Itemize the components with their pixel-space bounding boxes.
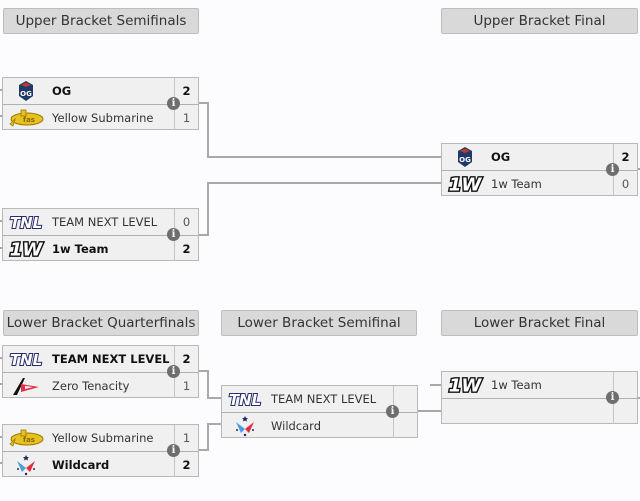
team-score: 1 xyxy=(174,425,198,451)
wildcard-logo xyxy=(6,454,46,476)
team-score: 2 xyxy=(174,78,198,104)
svg-text:TNL: TNL xyxy=(10,214,42,232)
connector-lbq1-lbs xyxy=(198,370,221,399)
header-lower-bracket-quarterfinals: Lower Bracket Quarterfinals xyxy=(3,310,199,336)
match-lower-semifinal[interactable]: TNL TEAM NEXT LEVEL Wildcard i xyxy=(221,385,418,438)
team-row[interactable]: Wildcard 2 xyxy=(3,451,198,477)
team-name[interactable]: TEAM NEXT LEVEL xyxy=(271,392,377,406)
tnl-logo: TNL xyxy=(6,211,46,233)
1w-logo: 1W xyxy=(445,173,485,195)
1w-logo: 1W xyxy=(6,238,46,260)
svg-text:TNL: TNL xyxy=(10,351,42,369)
team-row[interactable]: TNL TEAM NEXT LEVEL xyxy=(222,386,417,412)
wildcard-logo xyxy=(225,415,265,437)
team-row[interactable]: OG OG 2 xyxy=(442,144,637,170)
header-upper-bracket-semifinals: Upper Bracket Semifinals xyxy=(3,8,199,34)
tnl-logo: TNL xyxy=(6,348,46,370)
team-score xyxy=(393,386,417,412)
match-info-icon[interactable]: i xyxy=(606,163,619,176)
1w-logo: 1W xyxy=(445,374,485,396)
team-row[interactable]: fas Yellow Submarine 1 xyxy=(3,104,198,130)
team-name[interactable]: 1w Team xyxy=(491,176,542,191)
header-lower-bracket-final: Lower Bracket Final xyxy=(441,310,638,336)
team-name[interactable]: Yellow Submarine xyxy=(52,110,154,125)
team-name[interactable]: TEAM NEXT LEVEL xyxy=(52,352,170,366)
svg-text:1W: 1W xyxy=(10,239,44,259)
team-score xyxy=(393,413,417,438)
svg-text:fas: fas xyxy=(23,116,35,124)
match-info-icon[interactable]: i xyxy=(167,228,180,241)
team-score: 2 xyxy=(174,346,198,372)
connector-ubs1-ubf xyxy=(198,102,441,158)
team-score: 2 xyxy=(174,236,198,261)
empty-logo-slot xyxy=(445,401,485,423)
team-name[interactable]: Wildcard xyxy=(52,457,110,472)
team-name[interactable]: Zero Tenacity xyxy=(52,378,130,393)
og-logo: OG xyxy=(445,146,485,168)
svg-text:1W: 1W xyxy=(449,174,483,194)
team-score: 0 xyxy=(174,209,198,235)
team-row[interactable]: Wildcard xyxy=(222,412,417,438)
team-name[interactable]: TEAM NEXT LEVEL xyxy=(52,215,158,229)
svg-text:1W: 1W xyxy=(449,376,483,396)
team-row[interactable]: 1W 1w Team xyxy=(442,372,637,398)
team-name[interactable]: 1w Team xyxy=(491,378,542,392)
team-score xyxy=(613,372,637,398)
svg-text:OG: OG xyxy=(20,90,32,98)
match-info-icon[interactable]: i xyxy=(167,97,180,110)
match-info-icon[interactable]: i xyxy=(386,405,399,418)
match-info-icon[interactable]: i xyxy=(167,444,180,457)
team-score: 1 xyxy=(174,105,198,130)
team-row[interactable]: Zero Tenacity 1 xyxy=(3,372,198,398)
tnl-logo: TNL xyxy=(225,388,265,410)
team-row[interactable] xyxy=(442,398,637,424)
svg-text:TNL: TNL xyxy=(229,391,261,409)
yellow-submarine-logo: fas xyxy=(6,107,46,129)
svg-text:OG: OG xyxy=(459,156,471,164)
zero-tenacity-logo xyxy=(6,375,46,397)
team-name[interactable]: Wildcard xyxy=(271,418,322,433)
connector-lbq2-lbs xyxy=(198,423,221,451)
team-row[interactable]: 1W 1w Team 0 xyxy=(442,170,637,196)
team-score: 2 xyxy=(613,144,637,170)
match-info-icon[interactable]: i xyxy=(167,365,180,378)
team-score: 0 xyxy=(613,171,637,196)
team-row[interactable]: OG OG 2 xyxy=(3,78,198,104)
team-name[interactable]: Yellow Submarine xyxy=(52,431,154,445)
header-lower-bracket-semifinal: Lower Bracket Semifinal xyxy=(221,310,417,336)
team-score xyxy=(613,399,637,424)
team-score: 1 xyxy=(174,373,198,398)
og-logo: OG xyxy=(6,80,46,102)
svg-text:fas: fas xyxy=(23,436,35,444)
match-info-icon[interactable]: i xyxy=(606,391,619,404)
connector-ubs2-ubf xyxy=(198,182,441,236)
team-name[interactable]: OG xyxy=(491,150,511,164)
team-name[interactable]: 1w Team xyxy=(52,241,109,256)
team-name[interactable]: OG xyxy=(52,84,72,98)
team-row[interactable]: TNL TEAM NEXT LEVEL 2 xyxy=(3,346,198,372)
team-row[interactable]: fas Yellow Submarine 1 xyxy=(3,425,198,451)
team-row[interactable]: TNL TEAM NEXT LEVEL 0 xyxy=(3,209,198,235)
header-upper-bracket-final: Upper Bracket Final xyxy=(441,8,638,34)
team-score: 2 xyxy=(174,452,198,477)
team-row[interactable]: 1W 1w Team 2 xyxy=(3,235,198,261)
yellow-submarine-logo: fas xyxy=(6,427,46,449)
